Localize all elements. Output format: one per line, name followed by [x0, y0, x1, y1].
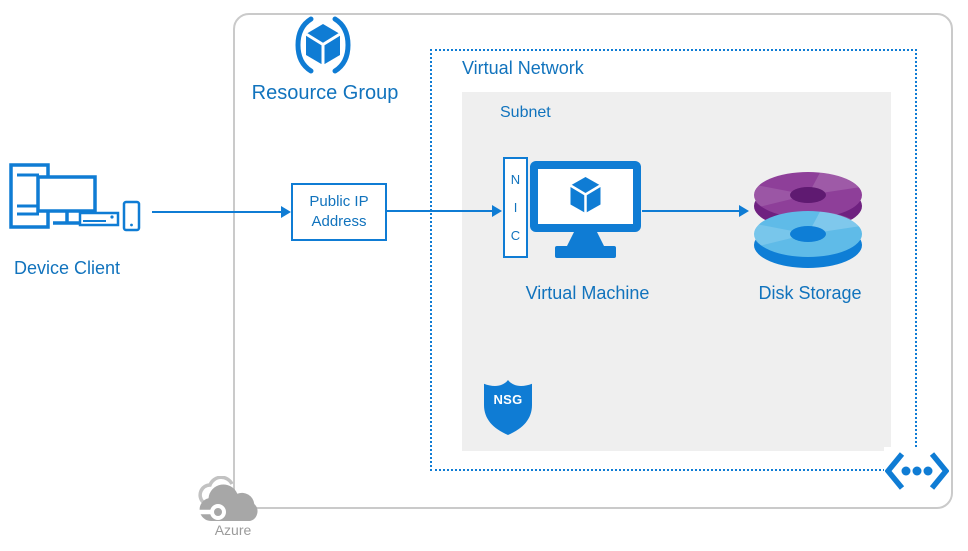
azure-label: Azure [214, 522, 252, 538]
virtual-machine-label: Virtual Machine [525, 283, 650, 303]
device-client-icon [8, 158, 148, 234]
azure-cloud-icon [191, 475, 269, 524]
disk-storage-icon [750, 168, 866, 268]
virtual-machine-icon [530, 161, 641, 259]
resource-group-label: Resource Group [251, 82, 399, 104]
nic-letter-c: C [510, 228, 521, 243]
nsg-icon [483, 379, 533, 436]
resource-group-icon [293, 15, 353, 75]
public-ip-line1: Public IP [309, 192, 369, 210]
arrowhead-device-to-publicip [281, 206, 291, 218]
virtual-network-label: Virtual Network [462, 58, 584, 78]
arrowhead-vm-to-disk [739, 205, 749, 217]
nic-letter-i: I [513, 200, 518, 215]
disk-storage-label: Disk Storage [758, 283, 862, 303]
virtual-network-icon [884, 447, 950, 494]
device-client-label: Device Client [14, 258, 121, 278]
arrowhead-publicip-to-nic [492, 205, 502, 217]
arrow-vm-to-disk [642, 210, 740, 212]
public-ip-line2: Address [311, 213, 367, 230]
arrow-device-to-publicip [152, 211, 282, 213]
subnet-label: Subnet [500, 104, 551, 121]
nic-node: N I C [503, 157, 528, 258]
arrow-publicip-to-nic [387, 210, 493, 212]
nsg-label: NSG [493, 392, 523, 407]
public-ip-address-node: Public IP Address [291, 183, 387, 241]
subnet-boundary [462, 92, 891, 451]
nic-letter-n: N [510, 172, 521, 187]
virtual-network-boundary [430, 49, 917, 471]
